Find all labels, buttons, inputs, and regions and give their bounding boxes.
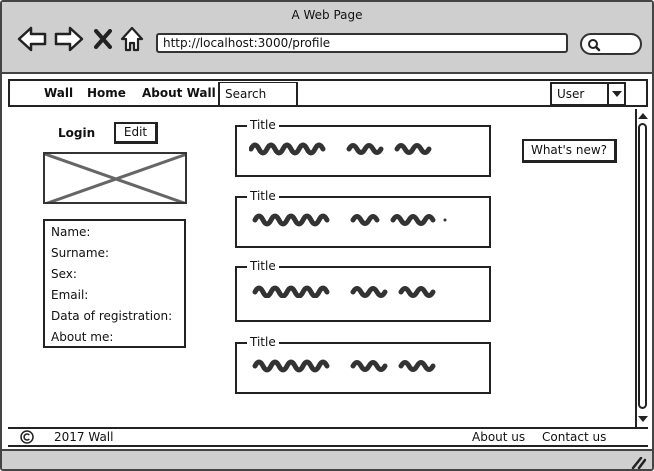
- scroll-down-icon[interactable]: [638, 414, 648, 424]
- browser-status-bar: [2, 449, 652, 471]
- user-dropdown[interactable]: User: [550, 82, 626, 106]
- post-text-scribble: [252, 285, 436, 298]
- post-title: Title: [247, 335, 279, 349]
- browser-chrome: A Web Page http://localhost:3000/profile: [2, 2, 652, 74]
- browser-search-field[interactable]: [580, 33, 642, 55]
- main-content: Login Edit Name: Surname: Sex: Email: Da…: [2, 109, 652, 427]
- resize-grip-icon[interactable]: [630, 454, 647, 471]
- avatar-image-placeholder: [43, 152, 187, 204]
- chevron-down-icon[interactable]: [607, 84, 624, 104]
- search-input[interactable]: Search: [218, 82, 298, 106]
- menu-item-wall[interactable]: Wall: [44, 86, 74, 100]
- post-title: Title: [247, 118, 279, 132]
- scroll-up-icon[interactable]: [638, 111, 648, 121]
- profile-field-surname: Surname:: [51, 246, 110, 260]
- post-text-scribble: [252, 359, 436, 373]
- post-card[interactable]: Title: [235, 259, 491, 322]
- edit-button[interactable]: Edit: [114, 122, 158, 144]
- post-card[interactable]: Title: [235, 118, 491, 177]
- profile-field-about: About me:: [51, 330, 114, 344]
- profile-field-name: Name:: [51, 225, 91, 239]
- contact-us-link[interactable]: Contact us: [542, 430, 607, 444]
- url-input[interactable]: http://localhost:3000/profile: [156, 33, 568, 53]
- post-text-scribble: [252, 213, 447, 227]
- window-title: A Web Page: [291, 8, 363, 22]
- profile-field-sex: Sex:: [51, 267, 77, 281]
- close-icon[interactable]: [92, 25, 114, 53]
- vertical-scrollbar[interactable]: [635, 109, 649, 427]
- home-icon[interactable]: [119, 25, 145, 53]
- post-title: Title: [247, 189, 279, 203]
- whats-new-button[interactable]: What's new?: [522, 139, 617, 163]
- top-menu-bar: Wall Home About Wall Search User: [8, 79, 648, 107]
- scroll-thumb[interactable]: [638, 123, 647, 409]
- page-footer: 2017 Wall About us Contact us: [8, 427, 648, 447]
- post-card[interactable]: Title: [235, 335, 491, 394]
- profile-field-registration: Data of registration:: [51, 309, 173, 323]
- arrow-right-icon[interactable]: [53, 25, 85, 53]
- post-card[interactable]: Title: [235, 189, 491, 248]
- login-label: Login: [58, 126, 96, 140]
- post-text-scribble: [249, 142, 432, 156]
- post-title: Title: [247, 259, 279, 273]
- about-us-link[interactable]: About us: [472, 430, 526, 444]
- copyright-icon: [20, 430, 34, 447]
- footer-copyright-text: 2017 Wall: [54, 430, 114, 444]
- profile-details: Name: Surname: Sex: Email: Data of regis…: [43, 219, 186, 348]
- menu-item-home[interactable]: Home: [87, 86, 126, 100]
- search-icon: [588, 39, 601, 52]
- user-dropdown-value: User: [557, 87, 585, 101]
- arrow-left-icon[interactable]: [16, 25, 48, 53]
- profile-field-email: Email:: [51, 288, 89, 302]
- menu-item-about-wall[interactable]: About Wall: [142, 86, 216, 100]
